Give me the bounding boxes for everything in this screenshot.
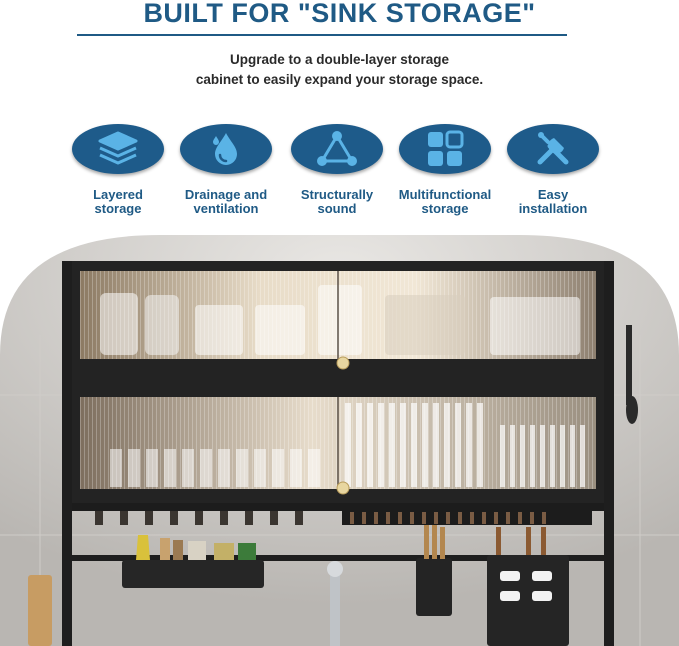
tools-icon <box>507 124 599 174</box>
title-underline <box>77 34 567 36</box>
feature-drainage: Drainage and ventilation <box>164 124 288 216</box>
layers-icon <box>72 124 164 174</box>
product-photo <box>0 235 679 646</box>
feature-layered-storage: Layered storage <box>56 124 180 216</box>
feature-multifunctional: Multifunctional storage <box>383 124 507 216</box>
feature-label-line-2: sound <box>317 201 357 216</box>
water-drop-icon <box>180 124 272 174</box>
feature-label-line-2: installation <box>518 201 588 216</box>
subtitle-line-1: Upgrade to a double-layer storage <box>229 52 450 67</box>
feature-label-line-2: ventilation <box>193 201 259 216</box>
feature-label-line-1: Drainage and <box>184 187 268 202</box>
feature-label-line-1: Multifunctional <box>398 187 492 202</box>
triangle-network-icon <box>291 124 383 174</box>
feature-structure: Structurally sound <box>275 124 399 216</box>
feature-label-line-1: Easy <box>537 187 569 202</box>
feature-label-line-2: storage <box>421 201 469 216</box>
feature-installation: Easy installation <box>491 124 615 216</box>
feature-label-line-2: storage <box>94 201 142 216</box>
subtitle-line-2: cabinet to easily expand your storage sp… <box>195 72 484 87</box>
feature-label-line-1: Layered <box>93 187 143 202</box>
feature-label-line-1: Structurally <box>300 187 374 202</box>
page-title: BUILT FOR "SINK STORAGE" <box>143 0 536 28</box>
grid-squares-icon <box>399 124 491 174</box>
